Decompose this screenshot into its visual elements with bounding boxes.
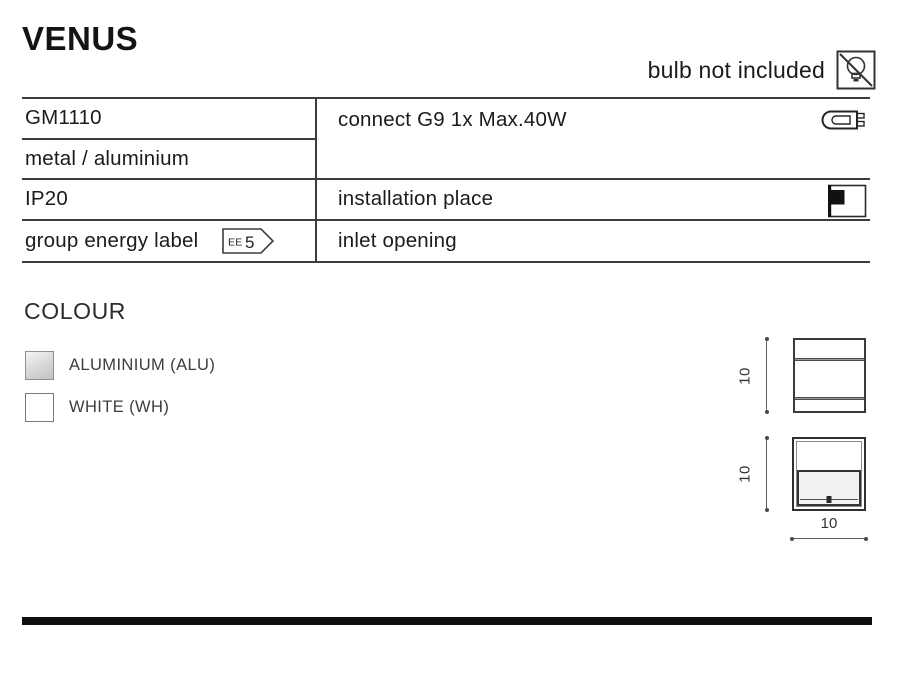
white-label: WHITE (WH)	[69, 398, 170, 416]
drawing-side-view	[793, 338, 866, 413]
footer-divider-bar	[22, 617, 872, 625]
front-view-inner-frame	[796, 441, 862, 507]
bulb-note: bulb not included	[648, 50, 876, 90]
colour-option-aluminium: ALUMINIUM (ALU)	[25, 351, 215, 380]
inlet-text: inlet opening	[338, 228, 457, 252]
page-title: VENUS	[22, 20, 139, 57]
connect-text: connect G9 1x Max.40W	[338, 108, 567, 131]
front-view-height-label: 10	[736, 465, 754, 483]
drawing-band	[795, 358, 864, 361]
energy-badge-value: 5	[245, 233, 255, 252]
spec-table: GM1110 metal / aluminium IP20 group ener…	[22, 97, 870, 263]
installation-text: installation place	[338, 187, 494, 211]
g9-bulb-icon	[819, 109, 867, 131]
front-view-diffuser	[797, 470, 861, 506]
front-view-width-dimension	[790, 536, 868, 541]
front-view-height-dimension: 10	[736, 436, 769, 512]
side-view-height-dimension: 10	[736, 337, 769, 414]
aluminium-label: ALUMINIUM (ALU)	[69, 356, 216, 374]
energy-badge-prefix: EE	[228, 236, 242, 248]
white-swatch	[25, 393, 54, 422]
energy-label-cell: group energy label EE 5	[22, 221, 315, 262]
ip-rating-text: IP20	[25, 187, 68, 211]
wall-mount-icon	[827, 184, 867, 218]
energy-label-text: group energy label	[25, 228, 199, 252]
front-view-width-label: 10	[820, 515, 838, 532]
colour-heading: COLOUR	[24, 298, 127, 324]
energy-badge: EE 5	[222, 227, 275, 254]
connect-cell: connect G9 1x Max.40W	[315, 99, 870, 180]
drawing-band	[795, 397, 864, 400]
crossed-bulb-icon	[836, 50, 876, 90]
aluminium-swatch	[25, 351, 54, 380]
model-code: GM1110	[25, 106, 102, 130]
installation-cell: installation place	[315, 180, 870, 221]
drawing-front-view	[792, 437, 866, 511]
ip-rating-cell: IP20	[22, 180, 315, 221]
material-cell: metal / aluminium	[22, 140, 315, 180]
inlet-cell: inlet opening	[315, 220, 870, 261]
side-view-height-label: 10	[736, 366, 754, 385]
colour-option-white: WHITE (WH)	[25, 393, 169, 422]
bulb-note-text: bulb not included	[647, 56, 825, 83]
model-cell: GM1110	[22, 99, 315, 140]
material-text: metal / aluminium	[25, 146, 190, 170]
